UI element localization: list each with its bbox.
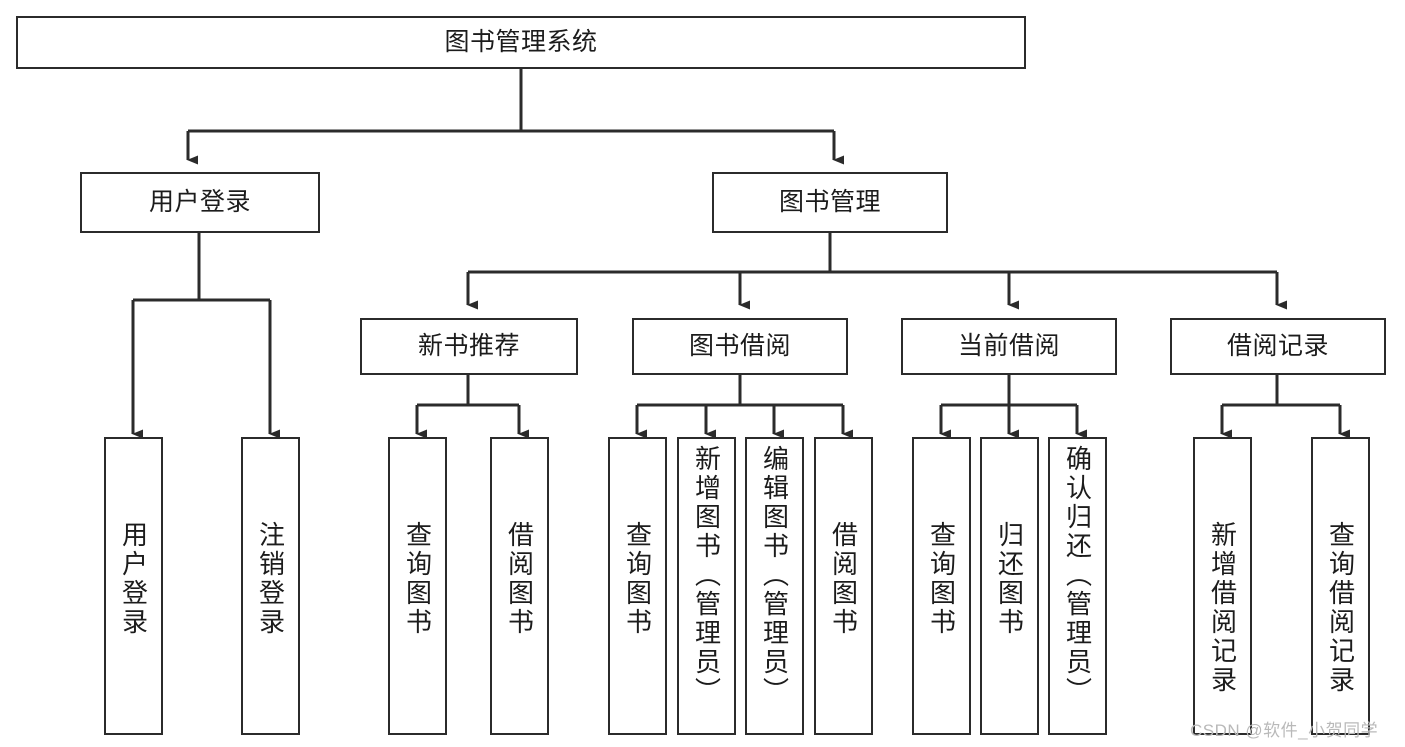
- leaf-add-borrow-record[interactable]: 新增借阅记录: [1193, 437, 1252, 735]
- node-book-management[interactable]: 图书管理: [712, 172, 948, 233]
- node-label: 查询图书: [622, 521, 653, 637]
- node-label: 新增借阅记录: [1207, 521, 1238, 695]
- leaf-confirm-return-admin[interactable]: 确认归还（管理员）: [1048, 437, 1107, 735]
- node-label: 归还图书: [994, 521, 1025, 637]
- node-user-login[interactable]: 用户登录: [80, 172, 320, 233]
- leaf-user-login[interactable]: 用户登录: [104, 437, 163, 735]
- node-label: 新书推荐: [417, 331, 520, 360]
- node-label: 借阅记录: [1226, 331, 1329, 360]
- node-label: 借阅图书: [504, 521, 535, 637]
- node-borrow-record[interactable]: 借阅记录: [1170, 318, 1386, 375]
- node-label: 查询图书: [926, 521, 957, 637]
- node-label: 图书管理: [778, 187, 881, 216]
- leaf-borrow-book[interactable]: 借阅图书: [814, 437, 873, 735]
- node-label: 查询图书: [402, 521, 433, 637]
- node-label: 图书借阅: [688, 331, 791, 360]
- leaf-query-borrow-record[interactable]: 查询借阅记录: [1311, 437, 1370, 735]
- leaf-return-book[interactable]: 归还图书: [980, 437, 1039, 735]
- node-label: 注销登录: [255, 521, 286, 637]
- node-new-book-recommend[interactable]: 新书推荐: [360, 318, 578, 375]
- leaf-add-book-admin[interactable]: 新增图书（管理员）: [677, 437, 736, 735]
- csdn-watermark: CSDN @软件_小贺同学: [1190, 721, 1379, 740]
- node-label: 新增图书（管理员）: [691, 445, 722, 706]
- node-current-borrow[interactable]: 当前借阅: [901, 318, 1117, 375]
- leaf-query-book-current[interactable]: 查询图书: [912, 437, 971, 735]
- node-label: 编辑图书（管理员）: [759, 445, 790, 706]
- node-label: 用户登录: [148, 187, 251, 216]
- leaf-borrow-book-recommend[interactable]: 借阅图书: [490, 437, 549, 735]
- node-label: 查询借阅记录: [1325, 521, 1356, 695]
- node-label: 借阅图书: [828, 521, 859, 637]
- node-label: 确认归还（管理员）: [1062, 445, 1093, 706]
- leaf-user-logout[interactable]: 注销登录: [241, 437, 300, 735]
- node-book-borrow[interactable]: 图书借阅: [632, 318, 848, 375]
- leaf-query-book-borrow[interactable]: 查询图书: [608, 437, 667, 735]
- node-label: 当前借阅: [957, 331, 1060, 360]
- leaf-query-book-recommend[interactable]: 查询图书: [388, 437, 447, 735]
- leaf-edit-book-admin[interactable]: 编辑图书（管理员）: [745, 437, 804, 735]
- node-label: 用户登录: [118, 521, 149, 637]
- node-root-system[interactable]: 图书管理系统: [16, 16, 1026, 69]
- node-label: 图书管理系统: [444, 27, 598, 56]
